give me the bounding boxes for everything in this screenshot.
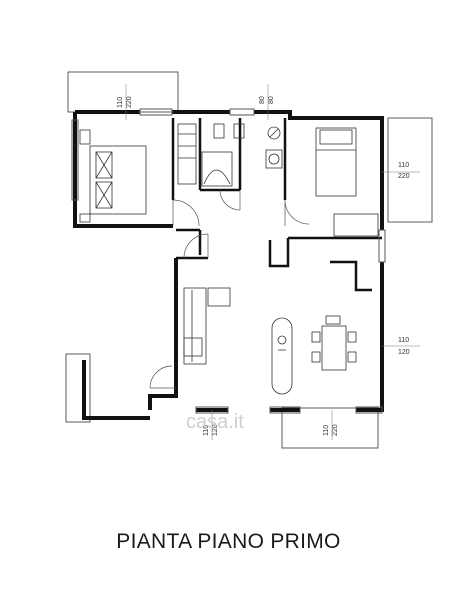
dim-window-bathroom-a: 80: [259, 96, 266, 104]
dim-window-living-right-b: 120: [398, 349, 410, 356]
living-room: [183, 287, 357, 395]
dim-window-living-right-a: 110: [398, 337, 409, 344]
dimension-leaders: [125, 84, 420, 440]
dim-balcony-top-left-b: 220: [126, 96, 133, 108]
dim-balcony-right-b: 220: [398, 173, 410, 180]
dim-window-bathroom-b: 80: [268, 96, 275, 104]
bathroom: [201, 123, 283, 187]
dim-window-living-bottom-b: 120: [212, 424, 219, 436]
doors: [149, 189, 310, 389]
bedroom-left: [79, 123, 197, 223]
dim-balcony-bottom-right-a: 110: [323, 425, 330, 436]
balcony-right: [387, 117, 433, 223]
plan-title: PIANTA PIANO PRIMO: [116, 530, 341, 553]
interior-walls: [171, 118, 382, 292]
dim-balcony-top-left-a: 110: [117, 97, 124, 108]
dim-balcony-bottom-right-b: 220: [332, 424, 339, 436]
dim-window-living-bottom-a: 110: [203, 425, 210, 436]
balcony-left-lower: [65, 353, 91, 423]
balcony-bottom-right: [281, 407, 379, 449]
dim-balcony-right-a: 110: [398, 162, 409, 169]
exterior-walls: [73, 110, 384, 420]
bedroom-right: [315, 127, 379, 237]
dimension-labels: 110 220 80 80 110 220 110 120 110 120 11…: [117, 96, 410, 436]
watermark: casa.it: [186, 411, 244, 433]
